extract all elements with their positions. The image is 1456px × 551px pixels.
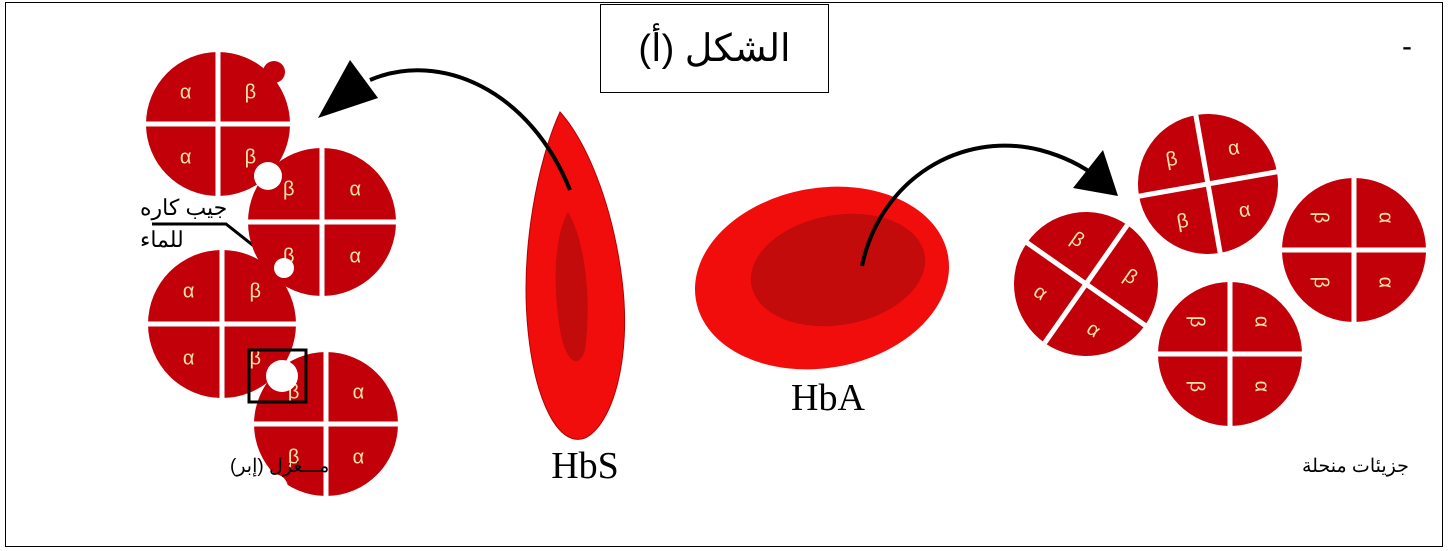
alpha-label: α — [350, 179, 362, 201]
beta-label: β — [250, 281, 262, 303]
figure-title: الشكل (أ) — [600, 4, 829, 93]
beta-label: β — [283, 179, 295, 201]
beta-label: β — [288, 382, 300, 404]
dissolved-molecule-1: β α β α — [1138, 114, 1278, 254]
alpha-label: α — [183, 347, 195, 369]
dissolved-label: جزيئات منحلة — [1302, 456, 1409, 477]
alpha-label: α — [1374, 212, 1396, 224]
pocket-highlight-box — [247, 348, 308, 404]
beta-label: β — [250, 347, 262, 369]
beta-label: β — [283, 245, 295, 267]
hba-label: HbA — [791, 377, 865, 419]
beta-label: β — [1164, 148, 1179, 172]
figure-title-text: الشكل (أ) — [638, 28, 791, 70]
alpha-label: α — [1250, 381, 1272, 393]
alpha-label: α — [1250, 316, 1272, 328]
hydrophobic-pocket — [274, 258, 294, 278]
normal-red-cell — [694, 186, 950, 370]
polymer-molecule-3: α β α β — [148, 250, 296, 398]
alpha-label: α — [1374, 277, 1396, 289]
beta-label: β — [1310, 212, 1332, 224]
beta-label: β — [288, 446, 300, 468]
beta-label: β — [245, 82, 257, 104]
subunit-divider — [1025, 240, 1147, 328]
alpha-label: α — [180, 146, 192, 168]
beta-label: β — [1310, 277, 1332, 289]
hydrophobic-pocket — [260, 474, 288, 502]
beta-label: β — [1186, 381, 1208, 393]
beta-label: β — [1175, 210, 1190, 234]
spindle-label: مـــغزل (إبر) — [230, 456, 329, 477]
hbs-label: HbS — [551, 445, 619, 487]
pocket-label-line1: جيب كاره — [140, 195, 227, 221]
beta-label: β — [245, 146, 257, 168]
arrow-to-dissolved — [860, 143, 1118, 267]
arrow-to-polymer — [318, 60, 572, 191]
alpha-label: α — [1237, 199, 1252, 223]
alpha-label: α — [350, 245, 362, 267]
figure-frame — [5, 2, 1443, 547]
corner-mark: - — [1402, 30, 1412, 63]
alpha-label: α — [183, 281, 195, 303]
pocket-label-line2: للماء — [140, 227, 184, 252]
polymer-molecule-1: α β α β — [146, 52, 290, 196]
alpha-label: α — [180, 82, 192, 104]
dissolved-molecule-3: α α β β — [1282, 178, 1426, 322]
dissolved-molecule-4: α α β β — [1158, 282, 1302, 426]
hydrophobic-pocket — [266, 360, 298, 392]
beta-label: β — [1186, 316, 1208, 328]
alpha-label: α — [353, 446, 365, 468]
sickle-cell — [525, 111, 626, 440]
alpha-label: α — [353, 382, 365, 404]
subunit-divider — [1138, 169, 1278, 199]
beta-knob — [263, 61, 285, 83]
hydrophobic-pocket — [254, 162, 282, 190]
alpha-label: α — [1226, 137, 1241, 161]
